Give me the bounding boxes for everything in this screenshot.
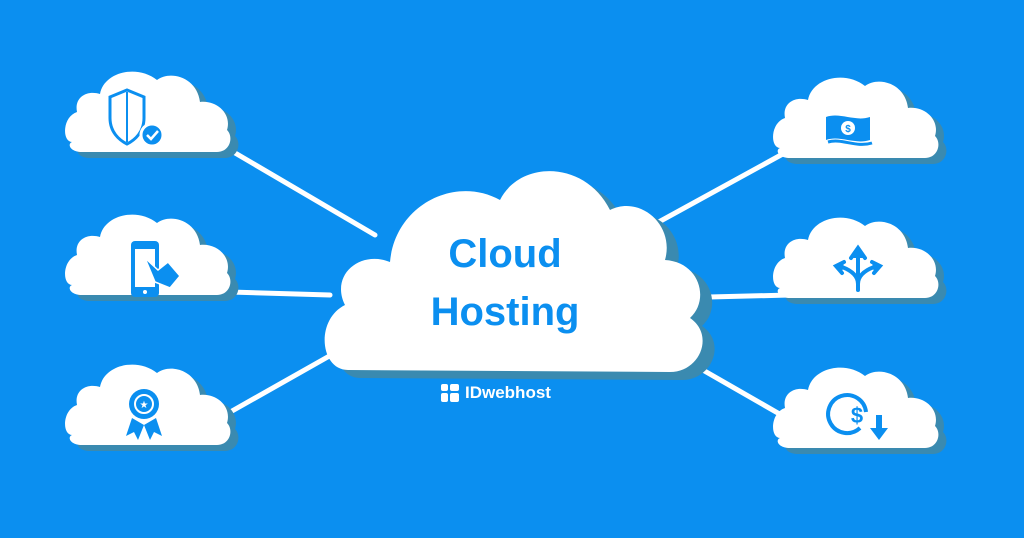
dollar-down-icon: $ bbox=[826, 393, 888, 440]
brand-logo: IDwebhost bbox=[441, 383, 551, 403]
center-title-line2: Hosting bbox=[430, 290, 580, 334]
svg-text:★: ★ bbox=[140, 400, 149, 411]
center-title-line1: Cloud bbox=[448, 232, 562, 276]
money-bill-icon: $ bbox=[826, 115, 873, 146]
shield-check-icon bbox=[108, 88, 165, 148]
split-arrows-icon bbox=[832, 244, 884, 292]
idwebhost-logo-icon bbox=[441, 384, 459, 402]
central-cloud bbox=[324, 171, 715, 380]
svg-text:$: $ bbox=[845, 124, 851, 135]
brand-name: IDwebhost bbox=[465, 383, 551, 402]
svg-text:$: $ bbox=[851, 403, 863, 428]
connector-lines bbox=[222, 147, 793, 423]
smartphone-touch-icon bbox=[131, 241, 181, 297]
award-ribbon-icon: ★ bbox=[126, 389, 162, 440]
